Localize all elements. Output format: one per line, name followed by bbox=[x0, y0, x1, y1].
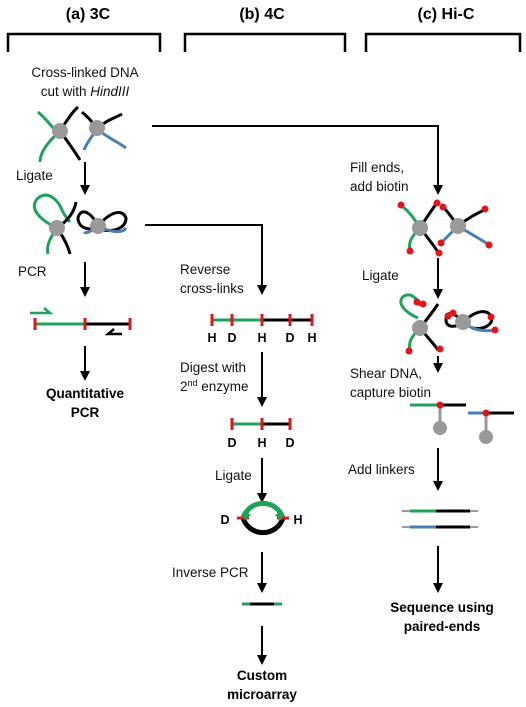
site-label: D bbox=[227, 331, 236, 345]
site-label: D bbox=[227, 436, 236, 450]
bracket-hic bbox=[364, 32, 522, 52]
site-label: H bbox=[207, 331, 216, 345]
biotin-filled-dna-figure bbox=[397, 199, 493, 257]
site-label: D bbox=[285, 436, 294, 450]
shear-line-2: capture biotin bbox=[350, 385, 431, 400]
linker-fragments bbox=[402, 509, 478, 529]
arrow-a-to-c bbox=[152, 125, 443, 195]
crosslinked-dna-figure bbox=[37, 105, 127, 163]
pcr-product-figure bbox=[30, 307, 132, 336]
result-hic-line-1: Sequence using bbox=[390, 600, 494, 615]
bracket-3c bbox=[6, 32, 162, 52]
arrow-a-to-b bbox=[145, 224, 267, 295]
bracket-4c bbox=[183, 32, 347, 52]
reverse-line-1: Reverse bbox=[180, 262, 230, 277]
circle-site-left: D bbox=[220, 513, 229, 527]
site-label: H bbox=[307, 331, 316, 345]
result-4c-line-2: microarray bbox=[227, 687, 297, 702]
result-hic-line-2: paired-ends bbox=[404, 619, 481, 634]
linkers-label: Add linkers bbox=[348, 462, 415, 477]
result-4c-line-1: Custom bbox=[237, 668, 287, 683]
result-3c-line-1: Quantitative bbox=[46, 386, 125, 401]
reverse-line-2: cross-links bbox=[180, 281, 244, 296]
site-label: H bbox=[257, 436, 266, 450]
header-hic: (c) Hi-C bbox=[418, 6, 475, 23]
captured-fragments bbox=[410, 401, 514, 444]
digest-line-2: 2nd enzyme bbox=[180, 378, 249, 394]
site-label: D bbox=[285, 331, 294, 345]
header-3c: (a) 3C bbox=[66, 6, 111, 23]
inverse-pcr-label: Inverse PCR bbox=[172, 565, 249, 580]
restriction-fragment-row-2 bbox=[230, 418, 292, 430]
header-4c: (b) 4C bbox=[239, 6, 285, 23]
intro-line-1: Cross-linked DNA bbox=[31, 65, 138, 80]
circularized-fragment bbox=[237, 500, 289, 536]
ligated-dna-figure bbox=[32, 193, 128, 255]
ligate-label-c: Ligate bbox=[362, 268, 399, 283]
ligate-label-b: Ligate bbox=[215, 468, 252, 483]
circle-site-right: H bbox=[293, 513, 302, 527]
digest-line-1: Digest with bbox=[180, 360, 246, 375]
result-3c-line-2: PCR bbox=[71, 405, 100, 420]
fill-line-1: Fill ends, bbox=[350, 160, 404, 175]
intro-line-2: cut with HindIII bbox=[41, 84, 130, 99]
site-label: H bbox=[257, 331, 266, 345]
ligate-label-a: Ligate bbox=[16, 168, 53, 183]
fill-line-2: add biotin bbox=[350, 179, 409, 194]
biotin-ligated-dna-figure bbox=[399, 293, 499, 355]
shear-line-1: Shear DNA, bbox=[350, 366, 422, 381]
pcr-label: PCR bbox=[18, 264, 47, 279]
restriction-fragment-row-1 bbox=[210, 314, 314, 326]
